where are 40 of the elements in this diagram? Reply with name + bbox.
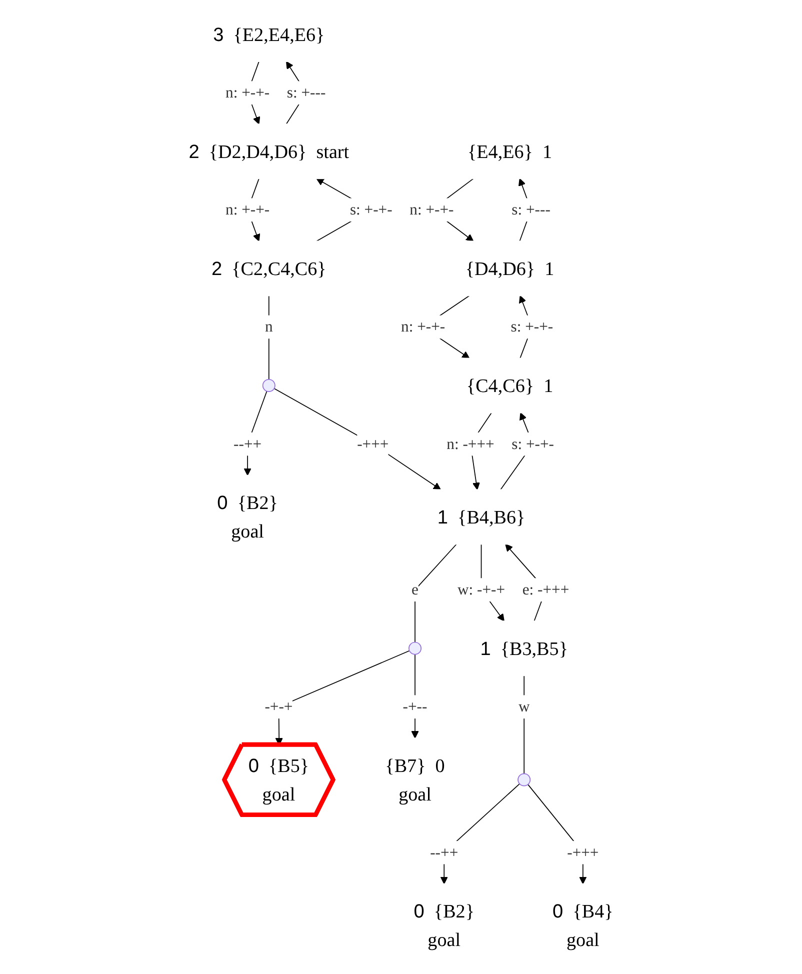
edge-label: s: +-+- xyxy=(350,200,392,218)
edge-label: s: +-+- xyxy=(510,318,554,336)
edge-label: w xyxy=(518,698,530,716)
edge-label: e xyxy=(412,580,418,598)
edge-label: n: +-+- xyxy=(401,318,446,336)
connector xyxy=(268,295,270,380)
edge-label: n xyxy=(264,318,273,336)
edge-label: n: +-+- xyxy=(226,84,270,102)
node-text: 2 {C2,C4,C6} xyxy=(211,258,326,280)
node-text: 3 {E2,E4,E6} xyxy=(213,23,325,46)
node-text: {D4,D6} 1 xyxy=(465,258,554,280)
edge-label: -+++ xyxy=(567,843,599,861)
edge-label: e: -+++ xyxy=(522,580,570,598)
edge-label: --++ xyxy=(234,434,262,452)
edge-label: w: -+-+ xyxy=(458,580,506,598)
arrow xyxy=(274,388,441,490)
connector xyxy=(414,544,457,643)
edge-label: s: +--- xyxy=(286,84,326,102)
node-circle xyxy=(262,379,276,392)
edge-label: --++ xyxy=(430,843,458,861)
edge-label: s: +--- xyxy=(512,200,550,218)
node-text: 2 {D2,D4,D6} start xyxy=(188,140,350,162)
node-text: 0 {B2} goal xyxy=(414,900,474,951)
edge-label: n: +-+- xyxy=(226,200,270,218)
connector xyxy=(524,675,525,774)
edge-label: n: -+++ xyxy=(446,434,494,452)
node-text: 0 {B2} goal xyxy=(217,492,278,542)
node-circle xyxy=(518,773,531,786)
node-text: {B7} 0 goal xyxy=(385,754,445,805)
node-circle xyxy=(408,642,422,655)
edge-label: n: +-+- xyxy=(410,200,454,218)
node-text: 1 {B4,B6} xyxy=(437,506,526,528)
edge-label: s: +-+- xyxy=(512,434,554,452)
node-text: 1 {B3,B5} xyxy=(480,637,568,660)
edge-label: -+-- xyxy=(402,698,428,716)
node-text: 0 {B4} goal xyxy=(552,900,614,951)
node-text: {C4,C6} 1 xyxy=(466,374,554,396)
edge-label: -+++ xyxy=(357,434,389,452)
edge-label: -+-+ xyxy=(264,698,293,716)
node-text: {E4,E6} 1 xyxy=(467,140,552,162)
